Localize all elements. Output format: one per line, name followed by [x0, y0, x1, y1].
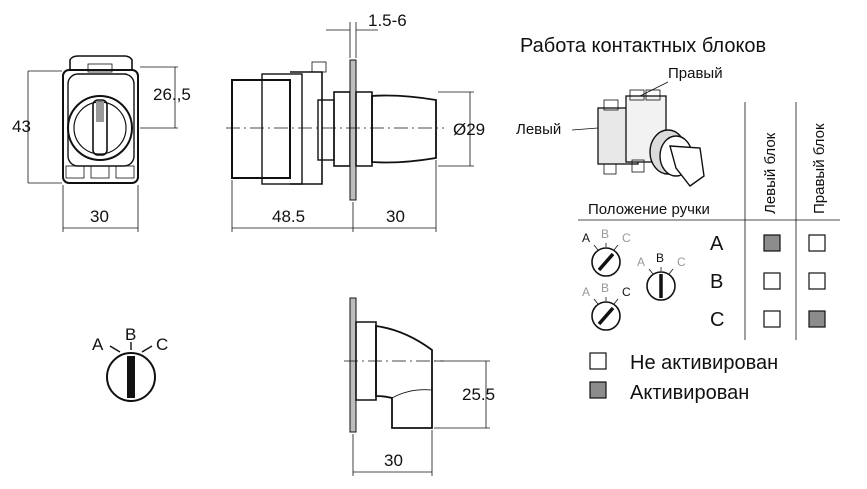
row-label-b: B [710, 271, 723, 293]
legend-inactive-label: Не активирован [630, 352, 778, 374]
row-label-a: A [710, 233, 724, 255]
front-body-outline [62, 69, 139, 184]
row-label-c: C [710, 309, 724, 331]
front-terminal-2 [90, 165, 110, 179]
front-view: 43 26.,5 30 [12, 55, 191, 232]
front-terminal-3 [115, 165, 135, 179]
column-header-right-block: Правый блок [811, 123, 828, 214]
mini-c-letter-b: B [601, 281, 609, 295]
side-panel [349, 59, 357, 201]
front-terminal-1 [65, 165, 85, 179]
mini-a-letter-b: B [601, 227, 609, 241]
legend-active-label: Активирован [630, 382, 749, 404]
front-knob-ring [67, 95, 133, 161]
mini-knob-position-c: A B C [582, 281, 631, 331]
front-top-clip [69, 55, 133, 70]
mini-c-letter-a: A [582, 285, 590, 299]
dim-label-26-5: 26.,5 [153, 85, 191, 104]
dim-label-25-5: 25.5 [462, 385, 495, 404]
mini-b-letter-b: B [656, 251, 664, 265]
mini-knob-position-a: A B C [582, 227, 631, 277]
dim-label-lower-30: 30 [384, 451, 403, 470]
lower-knob-lever [375, 324, 433, 429]
legend-inactive-swatch [589, 352, 607, 370]
dim-label-side-30: 30 [386, 207, 405, 226]
cell-a-right-block [808, 234, 826, 252]
knob-positions-diagram: A B C [92, 325, 168, 402]
lower-knob-view: 25.5 30 [344, 297, 495, 476]
mini-knob-position-b: A B C [637, 251, 686, 301]
dim-label-front-30: 30 [90, 207, 109, 226]
dim-label-43: 43 [12, 117, 31, 136]
side-body-clip [261, 73, 303, 185]
legend-active-swatch [589, 381, 607, 399]
cell-c-left-block [763, 310, 781, 328]
mini-c-letter-c: C [622, 285, 631, 299]
front-top-slot [87, 63, 113, 73]
cell-b-left-block [763, 272, 781, 290]
column-header-left-block: Левый блок [762, 132, 779, 214]
contact-table: Работа контактных блоков Правый Левый По… [516, 35, 840, 340]
cell-c-right-block [808, 310, 826, 328]
side-adapter [317, 99, 335, 161]
legend: Не активирован Активирован [589, 352, 778, 404]
dim-label-diameter: Ø29 [453, 120, 485, 139]
knob-letter-b: B [125, 325, 136, 344]
side-bezel [355, 91, 373, 167]
handle-position-header: Положение ручки [588, 201, 710, 218]
side-body-left [231, 79, 291, 179]
mini-a-letter-c: C [622, 231, 631, 245]
side-knob [371, 94, 437, 164]
knob-positions-lever [127, 356, 135, 398]
contact-table-title: Работа контактных блоков [520, 35, 766, 57]
side-view: 1.5-6 Ø29 48.5 30 [226, 11, 485, 232]
front-knob-lever [92, 99, 108, 156]
dim-label-panel: 1.5-6 [368, 11, 407, 30]
side-nut [333, 91, 351, 167]
mini-b-letter-a: A [637, 255, 645, 269]
cell-b-right-block [808, 272, 826, 290]
knob-letter-c: C [156, 335, 168, 354]
contact-block-illustration [597, 89, 705, 187]
front-lever-mark [96, 102, 104, 122]
callout-right-block: Правый [668, 65, 723, 82]
callout-left-block: Левый [516, 121, 561, 138]
mini-a-letter-a: A [582, 231, 590, 245]
mini-b-letter-c: C [677, 255, 686, 269]
lower-panel [349, 297, 357, 433]
lower-bezel [355, 321, 377, 401]
dim-label-48-5: 48.5 [272, 207, 305, 226]
knob-positions-circle [106, 352, 156, 402]
knob-letter-a: A [92, 335, 104, 354]
side-top-tab [311, 61, 327, 73]
cell-a-left-block [763, 234, 781, 252]
